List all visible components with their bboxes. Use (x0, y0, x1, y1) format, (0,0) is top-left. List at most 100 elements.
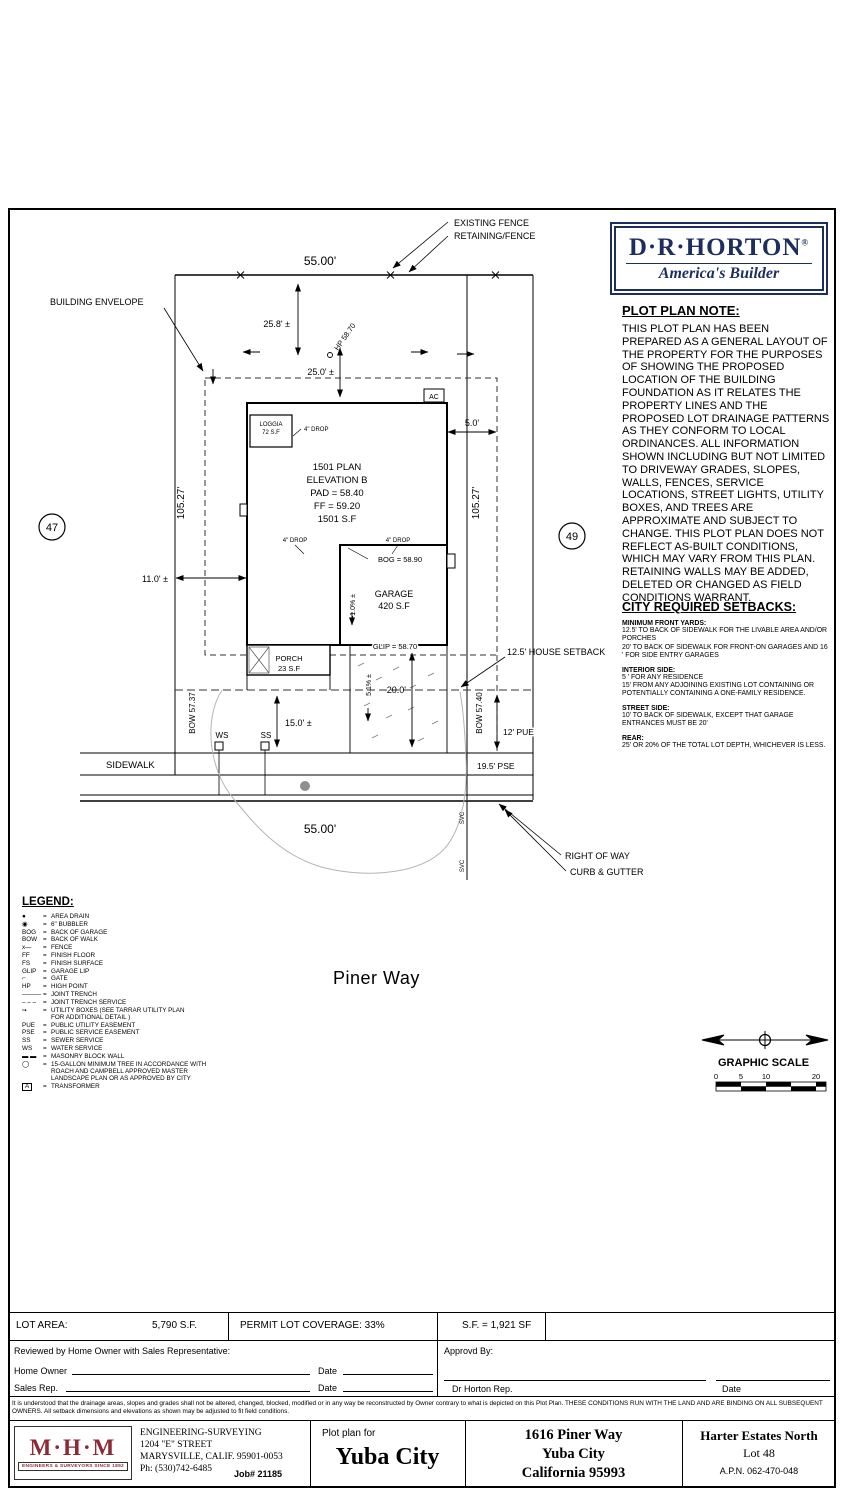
setbacks-street-body: 10' TO BACK OF SIDEWALK, EXCEPT THAT GAR… (622, 711, 794, 728)
table-line (8, 1420, 836, 1421)
sales-rep-signature-line[interactable] (66, 1391, 310, 1392)
date-label: Date (318, 1366, 338, 1376)
setbacks-title: CITY REQUIRED SETBACKS: (622, 600, 797, 614)
driveway-lines (246, 645, 448, 753)
legend-title: LEGEND: (22, 896, 74, 908)
disclaimer-text: It is understood that the drainage areas… (12, 1400, 823, 1415)
scale-bar (715, 1081, 827, 1092)
plot-plan-for-label: Plot plan for (322, 1428, 376, 1439)
firm-line: ENGINEERING-SURVEYING (140, 1428, 262, 1438)
dimension-lines (175, 283, 501, 750)
bubbler-icon: ◉ (22, 920, 28, 928)
landscape-outline (210, 689, 467, 874)
sales-rep-label: Sales Rep. (14, 1383, 59, 1393)
label-sewer-service: SS (261, 731, 272, 740)
label-drop-1: 4" DROP (304, 427, 328, 433)
label-bow-right: BOW 57.40 (475, 692, 484, 734)
label-bow-left: BOW 57.37 (188, 692, 197, 734)
dr-horton-date-line[interactable] (716, 1380, 830, 1381)
dr-horton-logo-inner: D·R·HORTON® America's Builder (614, 226, 824, 291)
table-divider (437, 1340, 438, 1396)
legend-item-ws: WS=WATER SERVICE (22, 1045, 103, 1053)
flow-arrows (209, 348, 475, 722)
porch-hatch (248, 646, 270, 674)
label-water-service: WS (216, 731, 229, 740)
label-plan-ff: FF = 59.20 (314, 501, 360, 512)
label-drop-2: 4" DROP (283, 538, 307, 544)
table-divider (437, 1312, 438, 1340)
lot-number: Lot 48 (743, 1446, 775, 1460)
firm-line: Ph: (530)742-6485 (140, 1464, 213, 1474)
dim-label-5-0: 5.0' (465, 418, 480, 428)
brand-name-text: D·R·HORTON (628, 234, 802, 261)
lot-49-label: 49 (566, 531, 578, 543)
brand-name: D·R·HORTON® (629, 235, 809, 260)
street-name: Piner Way (333, 968, 420, 988)
property-lines (174, 274, 534, 800)
home-owner-date-line[interactable] (343, 1374, 433, 1375)
label-garage-area: 420 S.F (378, 601, 410, 611)
label-pue: 12' PUE (503, 727, 534, 737)
scale-tick-5: 5 (739, 1072, 743, 1081)
high-point-marker (327, 352, 333, 358)
table-divider (465, 1420, 466, 1486)
dim-label-25-8: 25.8' ± (263, 319, 290, 329)
home-owner-signature-line[interactable] (72, 1374, 310, 1375)
legend: LEGEND: ●=AREA DRAIN ◉=6" BUBBLER BOG=BA… (22, 896, 234, 1092)
legend-item-ss: SS=SEWER SERVICE (22, 1037, 104, 1045)
adjacent-lot-47: 47 (38, 513, 66, 541)
setbacks-street-heading: STREET SIDE: (622, 704, 670, 712)
label-plan-pad: PAD = 58.40 (310, 488, 363, 499)
address-line: 1616 Piner Way (524, 1427, 623, 1443)
label-house-setback: 12.5' HOUSE SETBACK (507, 647, 605, 657)
dim-label-25-0: 25.0' ± (307, 367, 334, 377)
legend-item-joint-trench-service: – – –=JOINT TRENCH SERVICE (22, 998, 127, 1006)
graphic-scale-label: GRAPHIC SCALE (718, 1057, 809, 1069)
plot-plan-note: PLOT PLAN NOTE: THIS PLOT PLAN HAS BEEN … (622, 303, 830, 605)
sales-rep-date-line[interactable] (343, 1391, 433, 1392)
home-owner-label: Home Owner (14, 1366, 68, 1376)
area-drain-icon: ● (22, 913, 26, 920)
table-line (8, 1340, 836, 1341)
tract-info: Harter Estates North Lot 48 A.P.N. 062-4… (682, 1428, 836, 1476)
legend-item-fence: x—=FENCE (22, 944, 73, 952)
dr-horton-signature-line[interactable] (444, 1380, 706, 1381)
job-number: Job# 21185 (234, 1469, 283, 1479)
reviewed-by-label: Reviewed by Home Owner with Sales Repres… (14, 1346, 231, 1356)
date-label: Date (318, 1383, 338, 1393)
legend-item-glip: GLIP=GARAGE LIP (22, 967, 90, 975)
house-outline (239, 388, 456, 676)
coverage-sf: S.F. = 1,921 SF (462, 1320, 532, 1331)
label-svc-2: SVC (460, 859, 466, 872)
label-plan-name: 1501 PLAN (313, 462, 362, 473)
plot-drawing: 47 49 (38, 218, 829, 1092)
label-plan-elevation: ELEVATION B (307, 475, 368, 486)
leader-lines (163, 221, 567, 872)
utility-box-symbol: ▫▪ (22, 1006, 27, 1014)
label-right-of-way: RIGHT OF WAY (565, 851, 630, 861)
brand-divider (626, 263, 812, 264)
scale-tick-0: 0 (714, 1072, 718, 1081)
scale-tick-20: 20 (812, 1072, 820, 1081)
setbacks-section: CITY REQUIRED SETBACKS: MINIMUM FRONT YA… (622, 600, 828, 750)
plot-plan-note-body: THIS PLOT PLAN HAS BEEN PREPARED AS A GE… (622, 323, 830, 604)
legend-item-masonry-wall: ▬ ▬=MASONRY BLOCK WALL (22, 1052, 125, 1060)
apn: A.P.N. 062-470-048 (719, 1466, 799, 1476)
legend-item-fs: FS=FINISH SURFACE (22, 959, 104, 967)
table-divider (545, 1312, 546, 1340)
lot-47-label: 47 (46, 522, 58, 534)
label-slope-1: -1.0% ± (350, 594, 357, 618)
legend-item-bubbler: ◉=6" BUBBLER (22, 920, 88, 928)
dr-horton-logo: D·R·HORTON® America's Builder (610, 222, 828, 295)
label-loggia: LOGGIA (259, 422, 282, 428)
setbacks-front-body: 12.5' TO BACK OF SIDEWALK FOR THE LIVABL… (622, 627, 828, 660)
legend-item-gate: ⌐=GATE (22, 975, 68, 983)
table-divider (228, 1312, 229, 1340)
annotation-leaders (292, 428, 399, 560)
dim-label-20-0: 20.0' (387, 685, 407, 695)
adjacent-lot-49: 49 (558, 522, 586, 550)
address-line: California 95993 (521, 1465, 626, 1481)
brand-registered-mark: ® (801, 237, 810, 248)
label-retaining-fence: RETAINING/FENCE (454, 231, 535, 241)
